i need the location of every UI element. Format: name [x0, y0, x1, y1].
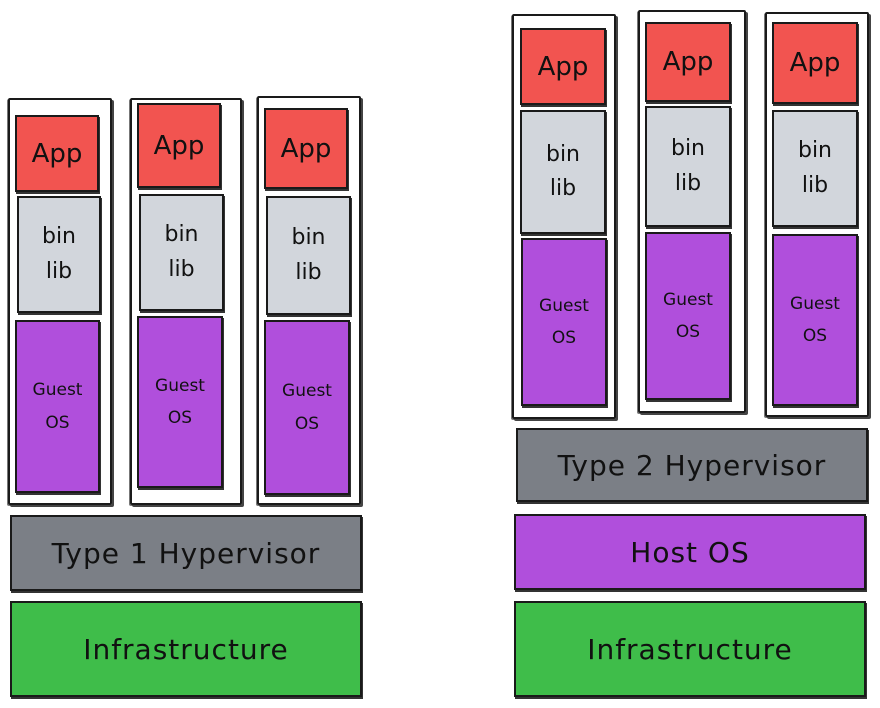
left-infrastructure-label: Infrastructure: [83, 632, 289, 666]
app-block: App: [520, 28, 606, 105]
bin-label: bin: [164, 222, 199, 248]
binlib-block: bin lib: [772, 110, 858, 227]
binlib-block: bin lib: [520, 110, 606, 234]
type1-hypervisor-label: Type 1 Hypervisor: [51, 536, 321, 570]
app-label: App: [537, 51, 589, 82]
binlib-block: bin lib: [139, 194, 224, 311]
guest-label: Guest: [32, 380, 83, 401]
lib-label: lib: [801, 172, 829, 198]
app-block: App: [15, 115, 99, 192]
guest-label: Guest: [155, 375, 205, 396]
vm-container: [765, 12, 869, 417]
host-os-label: Host OS: [630, 535, 750, 569]
app-label: App: [280, 133, 332, 164]
vm-container: [257, 96, 361, 505]
left-infrastructure-layer: Infrastructure: [10, 601, 362, 697]
app-label: App: [662, 47, 714, 77]
guest-label: Guest: [282, 381, 332, 402]
vm-container: [8, 98, 112, 505]
guest-label: Guest: [539, 295, 589, 316]
os-label: OS: [45, 412, 70, 433]
app-label: App: [31, 138, 83, 169]
type1-hypervisor-layer: Type 1 Hypervisor: [10, 515, 362, 591]
lib-label: lib: [168, 256, 195, 282]
right-infrastructure-label: Infrastructure: [587, 632, 793, 666]
guest-label: Guest: [790, 293, 840, 314]
bin-label: bin: [291, 225, 326, 251]
binlib-block: bin lib: [266, 196, 351, 315]
app-label: App: [153, 130, 205, 161]
lib-label: lib: [549, 176, 577, 201]
os-label: OS: [675, 322, 701, 342]
app-block: App: [137, 103, 221, 188]
lib-label: lib: [45, 258, 73, 284]
binlib-block: bin lib: [17, 196, 101, 313]
app-block: App: [264, 108, 348, 189]
type2-hypervisor-label: Type 2 Hypervisor: [557, 448, 827, 482]
vm-container: [130, 98, 242, 505]
type2-hypervisor-layer: Type 2 Hypervisor: [516, 428, 868, 502]
bin-label: bin: [41, 224, 77, 250]
lib-label: lib: [674, 170, 702, 196]
os-label: OS: [802, 326, 828, 346]
vm-container: [512, 14, 616, 419]
guest-label: Guest: [663, 289, 713, 310]
os-label: OS: [167, 408, 193, 428]
os-label: OS: [551, 328, 577, 348]
bin-label: bin: [670, 136, 706, 162]
bin-label: bin: [797, 138, 833, 164]
binlib-block: bin lib: [645, 106, 731, 227]
app-block: App: [772, 22, 858, 104]
host-os-layer: Host OS: [514, 514, 866, 590]
bin-label: bin: [545, 141, 581, 167]
lib-label: lib: [295, 259, 322, 285]
right-infrastructure-layer: Infrastructure: [514, 601, 866, 697]
os-label: OS: [294, 413, 320, 434]
vm-container: [638, 10, 746, 413]
app-block: App: [645, 22, 731, 102]
app-label: App: [789, 48, 841, 78]
